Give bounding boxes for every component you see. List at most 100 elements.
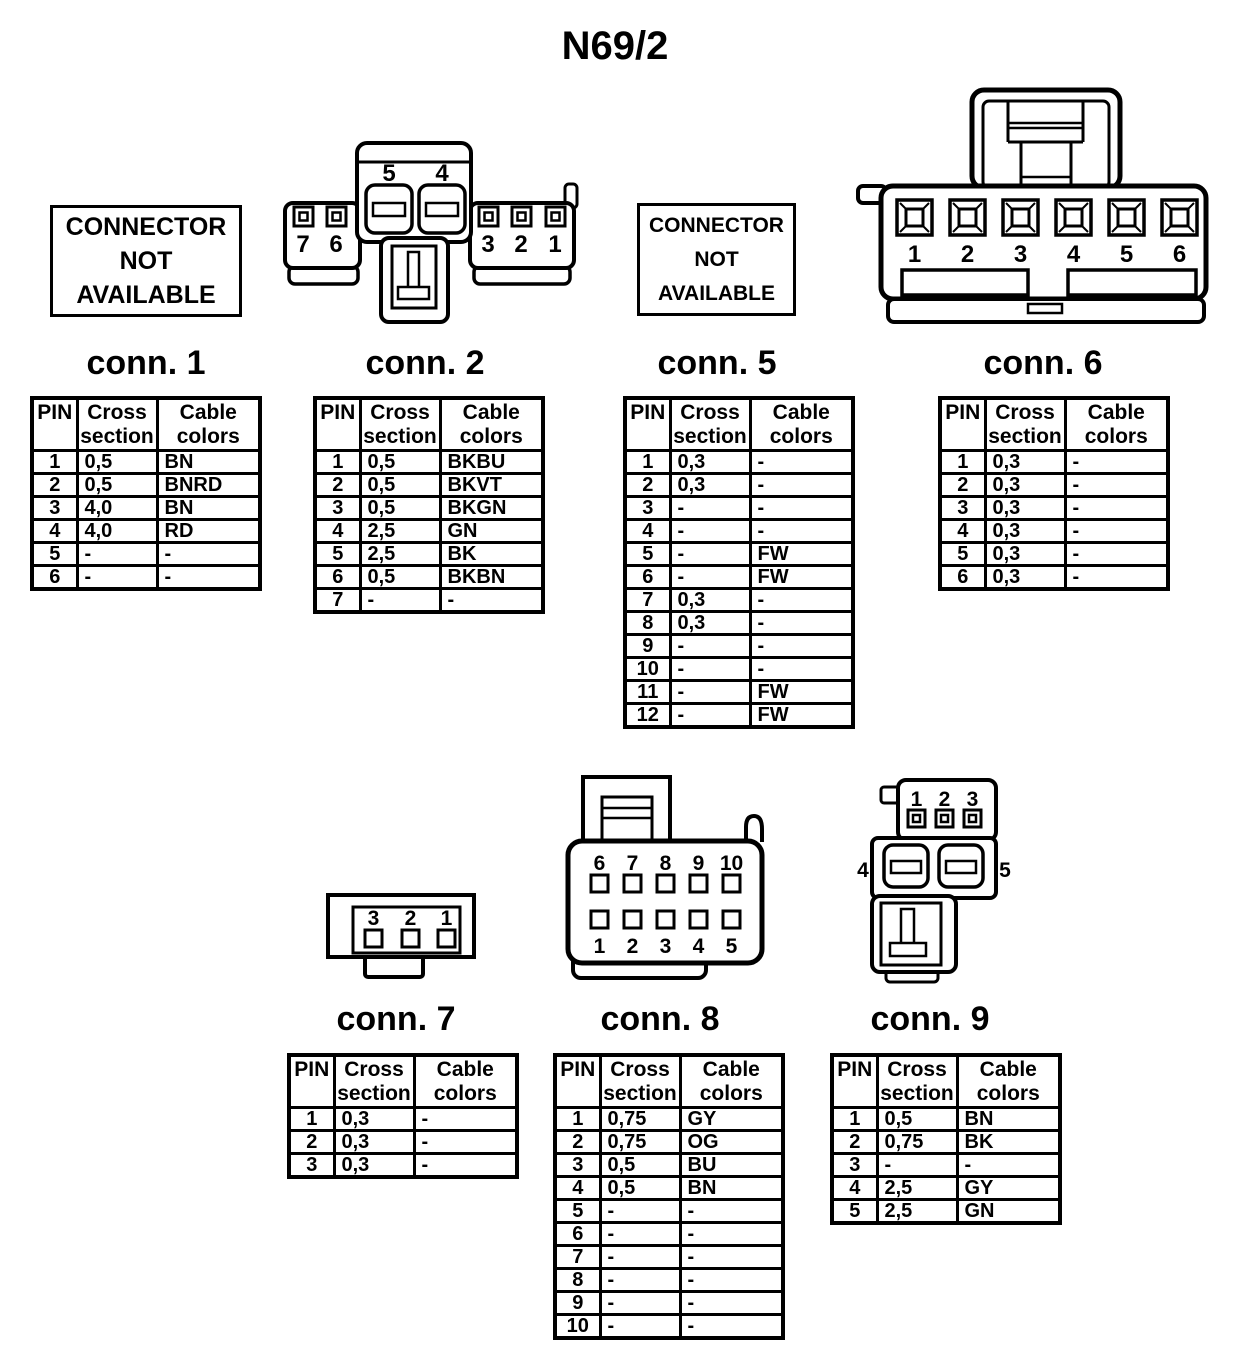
connector-7-square-pins [363,928,457,949]
header-row: PIN Cross section Cable colors [623,396,855,452]
pin-number-label: 2 [405,907,417,930]
pin-number-label: 5 [382,160,395,187]
pin-number-label: 4 [435,160,449,187]
pin-row: 9-- [553,1290,785,1316]
pin-cell: 10 [553,1313,602,1340]
connector-1-label: conn. 1 [86,344,206,382]
column-header-cross: Cross section [332,1053,416,1109]
pin-number-label: 4 [1067,241,1081,268]
pin-number-label: 6 [1173,241,1186,268]
pin-cell: - [678,1198,785,1224]
pin-cell: 6 [938,564,987,591]
pin-cell: BKBU [438,449,545,475]
pin-cell: 2 [30,472,79,498]
connector-1-not-available-box: CONNECTOR NOT AVAILABLE [50,205,242,317]
pin-cell: 0,3 [668,472,752,498]
pin-cell: - [668,656,752,682]
pin-cell: 2 [623,472,672,498]
not-available-line: CONNECTOR [65,213,227,241]
pin-cell: - [875,1152,959,1178]
pin-number-label: 1 [594,935,606,958]
pin-cell: 11 [623,679,672,705]
connector-8-square-pins [589,873,742,930]
pin-cell: 2 [553,1129,602,1155]
pin-cell: 7 [623,587,672,613]
connector-2-square-pins [292,205,567,228]
pin-cell: 0,75 [598,1106,682,1132]
pin-cell: 5 [313,541,362,567]
pin-cell: 0,3 [668,587,752,613]
pin-cell: 4,0 [75,495,159,521]
pin-number-label: 2 [939,788,951,811]
column-header-pin: PIN [553,1053,602,1109]
pin-cell: 5 [553,1198,602,1224]
pin-cell: - [668,518,752,544]
header-row: PIN Cross section Cable colors [553,1053,785,1109]
pin-row: 7-- [553,1244,785,1270]
pin-cell: - [598,1244,682,1270]
pin-cell: - [1063,495,1170,521]
pin-number-label: 5 [726,935,738,958]
pin-cell: 3 [313,495,362,521]
pin-cell: 2 [313,472,362,498]
pin-cell: - [748,449,855,475]
connector-5-not-available-box: CONNECTOR NOT AVAILABLE [637,203,796,316]
column-header-cable: Cable colors [678,1053,785,1109]
pin-cell: 3 [30,495,79,521]
pin-number-label: 3 [368,907,380,930]
pin-cell: 4,0 [75,518,159,544]
pin-cell: - [748,587,855,613]
pin-cell: 1 [553,1106,602,1132]
pin-cell: 7 [553,1244,602,1270]
pin-cell: 0,5 [875,1106,959,1132]
pin-cell: 0,5 [75,449,159,475]
pin-cell: - [678,1267,785,1293]
pin-cell: 9 [553,1290,602,1316]
pin-cell: 0,5 [598,1152,682,1178]
column-header-cable: Cable colors [155,396,262,452]
not-available-line: AVAILABLE [76,281,216,309]
pin-cell: 4 [938,518,987,544]
pin-row: 3-- [623,495,855,521]
pin-cell: 0,3 [983,564,1067,591]
not-available-line: CONNECTOR [649,213,784,237]
connector-8-latch [581,775,672,843]
pin-cell: 0,5 [358,449,442,475]
pin-cell: - [748,518,855,544]
pin-cell: - [412,1106,519,1132]
pin-number-label: 3 [1014,241,1027,268]
pin-cell: - [668,679,752,705]
pin-cell: - [748,656,855,682]
column-header-cable: Cable colors [438,396,545,452]
pin-cell: 0,3 [332,1129,416,1155]
pin-cell: - [1063,518,1170,544]
pin-cell: - [668,564,752,590]
connector-6-label: conn. 6 [983,344,1103,382]
connector-2-label: conn. 2 [365,344,485,382]
pin-number-label: 7 [296,231,309,258]
pin-cell: 6 [30,564,79,591]
pin-cell: 5 [938,541,987,567]
connector-9-drawing: 1 2 3 4 5 [857,778,1011,984]
pin-cell: - [155,541,262,567]
pin-cell: GY [955,1175,1062,1201]
connector-7-drawing: 3 2 1 [326,893,476,979]
pin-cell: 6 [623,564,672,590]
pin-cell: - [598,1267,682,1293]
pin-row: 5-FW [623,541,855,567]
column-header-pin: PIN [287,1053,336,1109]
connector-6-square-pins [895,198,1199,237]
pin-cell: - [668,541,752,567]
